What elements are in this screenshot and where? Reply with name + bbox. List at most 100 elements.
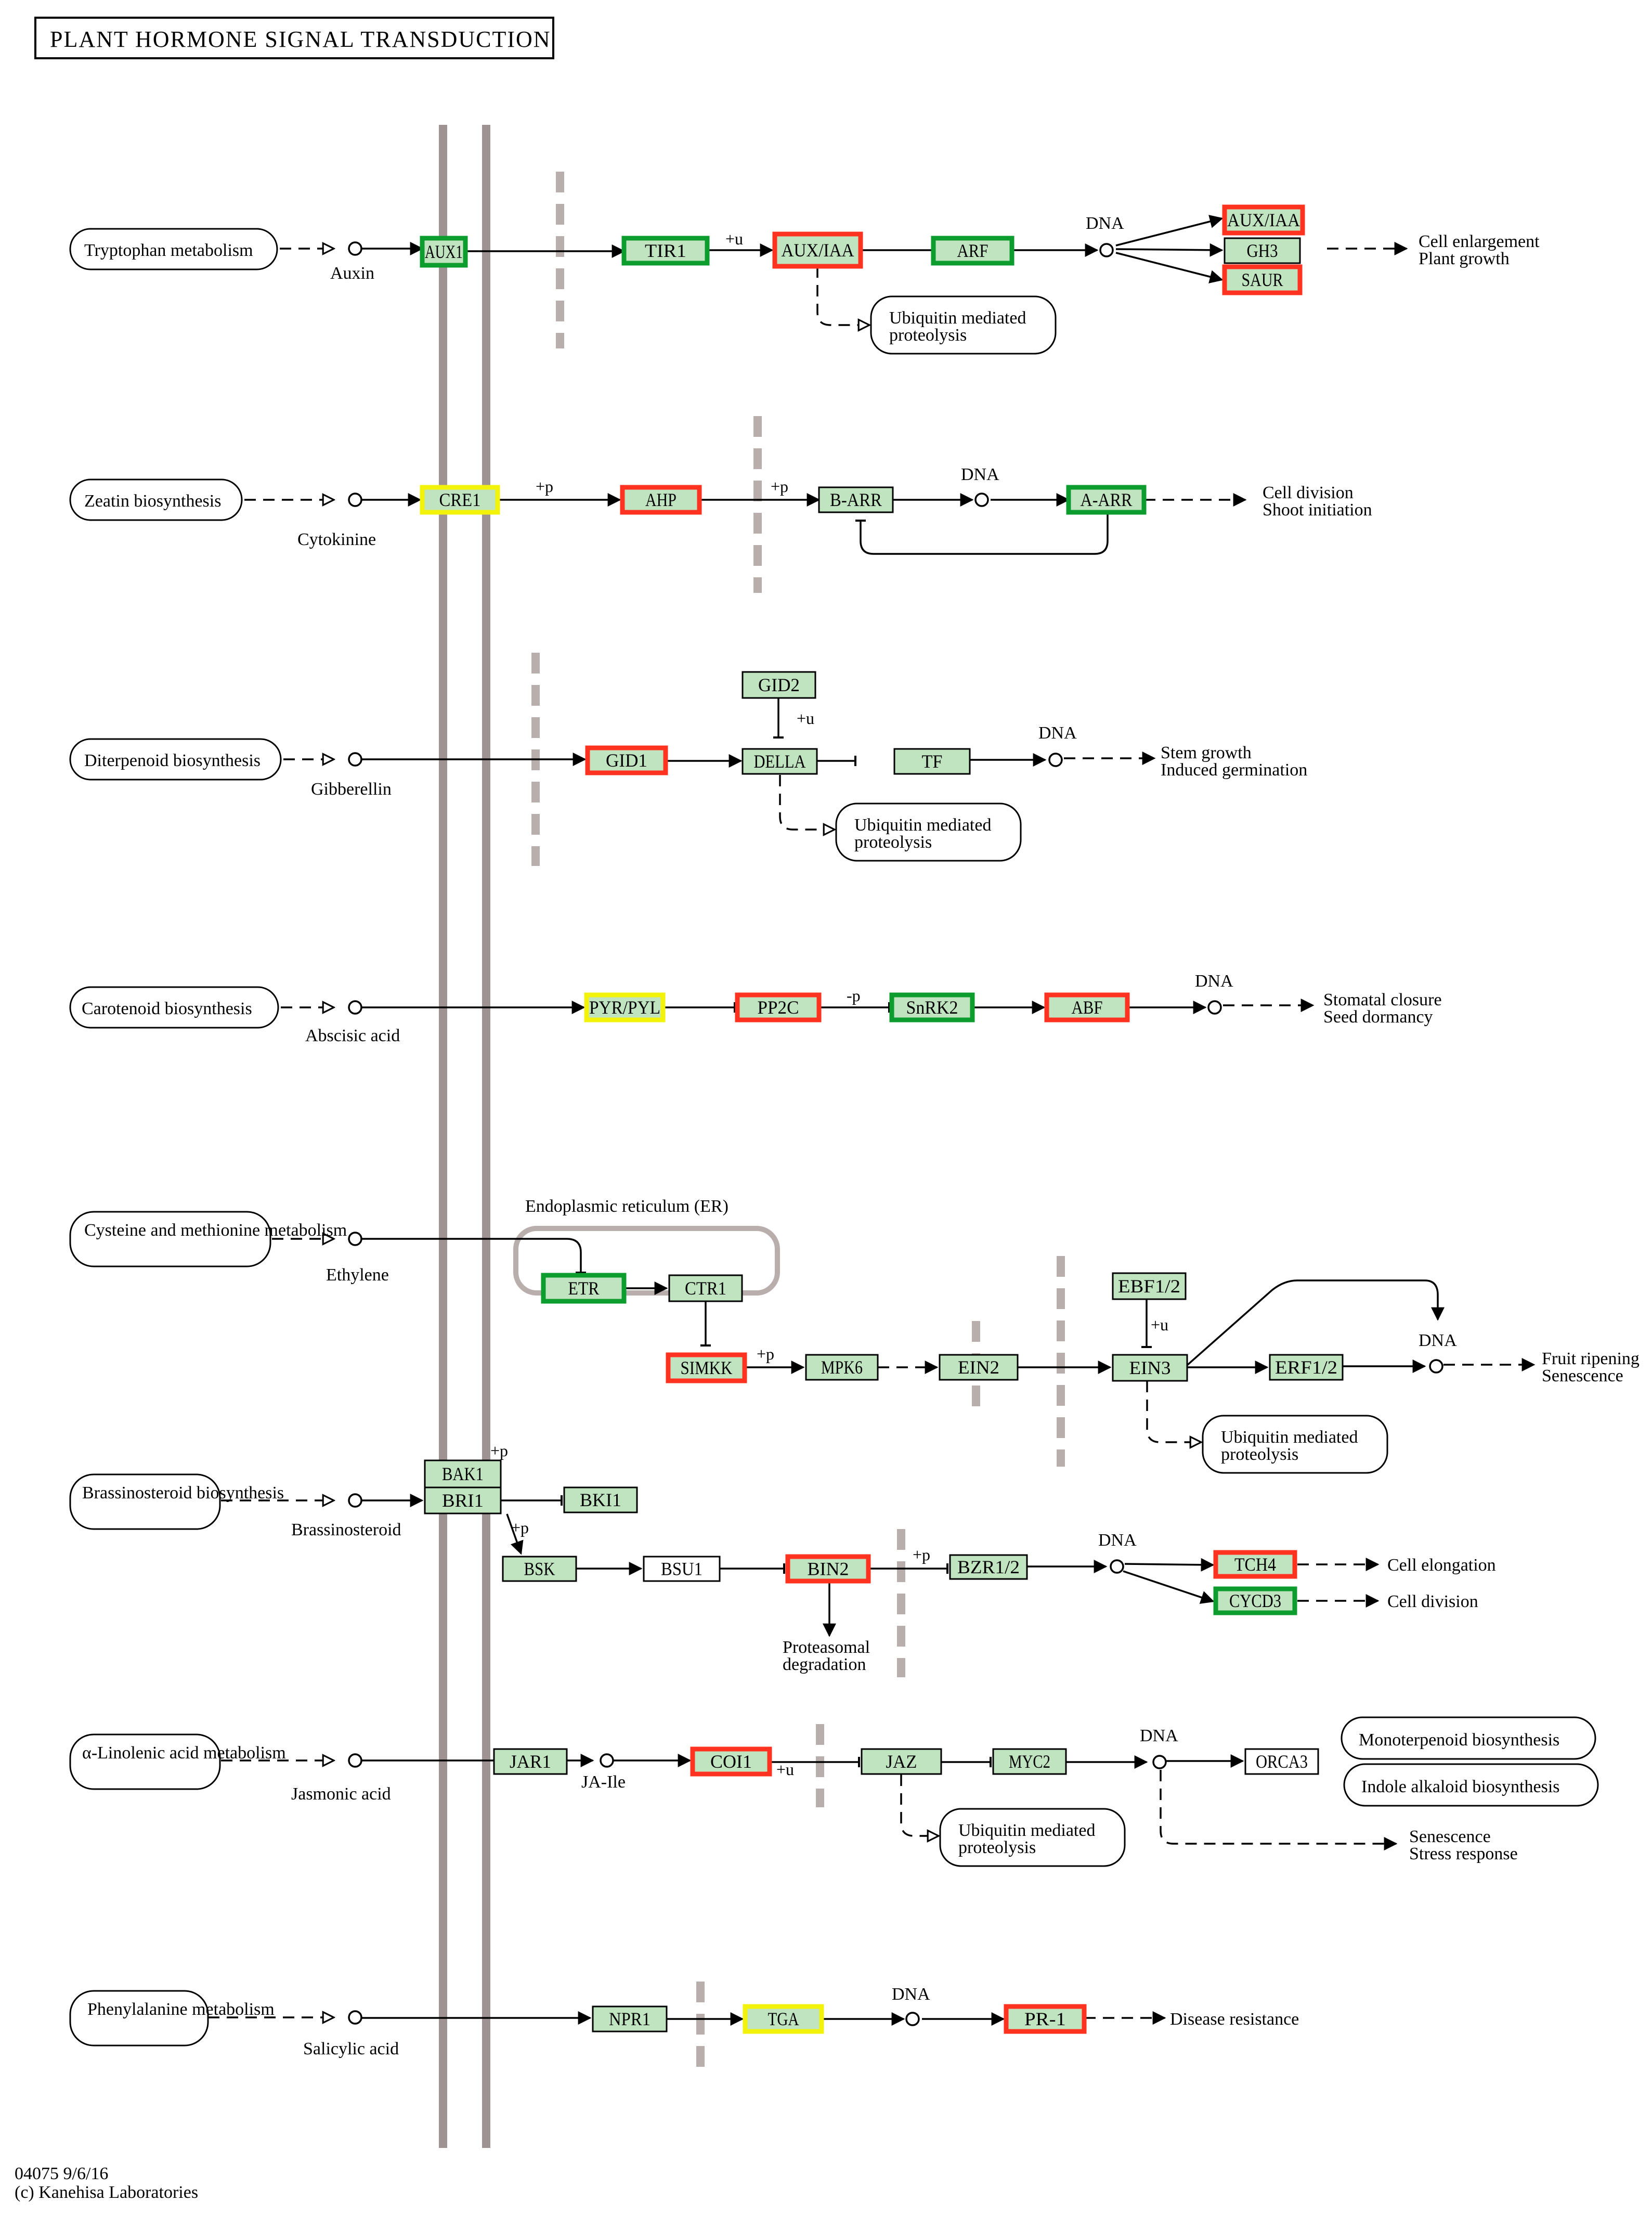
gene-node[interactable]: B-ARR: [818, 486, 894, 513]
gene-node[interactable]: AHP: [620, 485, 702, 515]
gene-box[interactable]: [502, 1556, 577, 1582]
gene-box[interactable]: [493, 1748, 568, 1775]
gene-node[interactable]: SAUR: [1222, 264, 1303, 295]
gene-node[interactable]: EBF1/2: [1112, 1272, 1187, 1300]
gene-node[interactable]: BRI1: [424, 1486, 502, 1514]
gene-box[interactable]: [563, 1486, 638, 1513]
compound-label: Jasmonic acid: [291, 1784, 391, 1804]
gene-label: PP2C: [758, 997, 799, 1018]
pathway-box-zeatin[interactable]: Zeatin biosynthesis: [69, 478, 243, 521]
gene-box[interactable]: [424, 1486, 502, 1514]
gene-node[interactable]: ORCA3: [1244, 1748, 1319, 1775]
gene-node[interactable]: TGA: [743, 2004, 824, 2034]
svg-text:Cell division: Cell division: [1263, 483, 1354, 502]
edges: [208, 215, 1536, 2026]
gene-node[interactable]: PP2C: [735, 992, 822, 1022]
gene-node[interactable]: BSU1: [643, 1556, 721, 1582]
gene-box[interactable]: [667, 1354, 746, 1382]
gene-node[interactable]: AUX1: [420, 236, 468, 268]
pathway-box-monoterpenoid[interactable]: Monoterpenoid biosynthesis: [1341, 1716, 1596, 1760]
gene-node[interactable]: JAZ: [861, 1748, 942, 1775]
gene-node[interactable]: AUX/IAA: [1222, 204, 1305, 236]
gene-box[interactable]: [742, 748, 818, 775]
gene-label: EIN2: [958, 1357, 999, 1378]
gene-box[interactable]: [592, 2005, 668, 2032]
gene-node[interactable]: TIR1: [621, 236, 710, 266]
gene-label: BAK1: [442, 1464, 484, 1484]
gene-label: ERF1/2: [1275, 1357, 1337, 1378]
gene-node[interactable]: EIN3: [1112, 1354, 1188, 1382]
gene-node[interactable]: ETR: [541, 1273, 627, 1304]
gene-node[interactable]: TF: [893, 748, 971, 775]
gene-box[interactable]: [992, 1748, 1067, 1775]
diagram-title: PLANT HORMONE SIGNAL TRANSDUCTION: [50, 27, 551, 52]
gene-box[interactable]: [742, 671, 816, 699]
gene-node[interactable]: EIN2: [939, 1354, 1019, 1381]
gene-box[interactable]: [939, 1354, 1019, 1381]
gene-node[interactable]: A-ARR: [1066, 485, 1147, 515]
pathway-box-diterpenoid[interactable]: Diterpenoid biosynthesis: [69, 738, 282, 781]
gene-box[interactable]: [424, 1459, 502, 1488]
gene-box[interactable]: [421, 237, 466, 266]
gene-box[interactable]: [1244, 1748, 1319, 1775]
pathway-box-phenylalanine[interactable]: Phenylalanine metabolism: [69, 1990, 275, 2047]
gene-node[interactable]: TCH4: [1213, 1550, 1297, 1579]
gene-box[interactable]: [1224, 237, 1301, 264]
svg-text:α-Linolenic acid metabolism: α-Linolenic acid metabolism: [82, 1743, 286, 1763]
gene-node[interactable]: COI1: [690, 1746, 772, 1777]
gene-node[interactable]: CRE1: [420, 485, 500, 515]
gene-node[interactable]: GH3: [1224, 237, 1301, 264]
gene-box[interactable]: [861, 1748, 942, 1775]
svg-text:Brassinosteroid biosynthesis: Brassinosteroid biosynthesis: [82, 1483, 284, 1503]
gene-node[interactable]: JAR1: [493, 1748, 568, 1775]
gene-node[interactable]: MPK6: [805, 1354, 879, 1381]
gene-label: MYC2: [1009, 1751, 1050, 1772]
gene-node[interactable]: BKI1: [563, 1486, 638, 1513]
gene-node[interactable]: CTR1: [668, 1274, 743, 1302]
pathway-boxes: Tryptophan metabolism Zeatin biosynthesi…: [69, 228, 1599, 2047]
gene-node[interactable]: PYR/PYL: [584, 992, 666, 1022]
gene-node[interactable]: CYCD3: [1213, 1586, 1297, 1615]
gene-node[interactable]: NPR1: [592, 2005, 668, 2032]
gene-box[interactable]: [643, 1556, 721, 1582]
gene-node[interactable]: PR-1: [1004, 2004, 1087, 2034]
gene-box[interactable]: [1112, 1354, 1188, 1382]
gene-node[interactable]: SnRK2: [889, 992, 975, 1022]
gene-node[interactable]: ABF: [1044, 992, 1130, 1022]
gene-label: SAUR: [1242, 269, 1283, 290]
gene-node[interactable]: GID2: [742, 671, 816, 699]
pathway-box-indole-alkaloid[interactable]: Indole alkaloid biosynthesis: [1343, 1763, 1599, 1807]
gene-label: NPR1: [609, 2009, 651, 2029]
gene-node[interactable]: BZR1/2: [949, 1554, 1028, 1580]
pathway-box-brassinosteroid[interactable]: Brassinosteroid biosynthesis: [69, 1473, 284, 1530]
gene-box[interactable]: [1068, 486, 1145, 513]
pathway-box-linolenic[interactable]: α-Linolenic acid metabolism: [69, 1733, 286, 1790]
gene-node[interactable]: MYC2: [992, 1748, 1067, 1775]
pathway-box-carotenoid[interactable]: Carotenoid biosynthesis: [69, 986, 279, 1029]
gene-node[interactable]: SIMKK: [666, 1352, 747, 1383]
gene-box[interactable]: [1215, 1588, 1296, 1614]
gene-node[interactable]: AUX/IAA: [772, 231, 863, 269]
gene-node[interactable]: DELLA: [742, 748, 818, 775]
gene-box[interactable]: [949, 1554, 1028, 1580]
gene-box[interactable]: [818, 486, 894, 513]
pathway-box-cysteine-methionine[interactable]: Cysteine and methionine metabolism: [69, 1211, 347, 1267]
svg-text:+p: +p: [490, 1441, 508, 1460]
gene-node[interactable]: BSK: [502, 1556, 577, 1582]
gene-label: JAR1: [510, 1751, 551, 1772]
gene-node[interactable]: ERF1/2: [1269, 1354, 1344, 1381]
svg-text:Zeatin biosynthesis: Zeatin biosynthesis: [84, 491, 221, 511]
gene-highlight: [735, 992, 822, 1022]
gene-box[interactable]: [893, 748, 971, 775]
svg-text:Senescence: Senescence: [1542, 1366, 1623, 1386]
gene-node[interactable]: GID1: [585, 745, 668, 775]
gene-box[interactable]: [668, 1274, 743, 1302]
gene-box[interactable]: [1269, 1354, 1344, 1381]
gene-box[interactable]: [1112, 1272, 1187, 1300]
gene-node[interactable]: ARF: [931, 236, 1014, 266]
gene-node[interactable]: BAK1: [424, 1459, 502, 1488]
gene-box[interactable]: [805, 1354, 879, 1381]
gene-label: GID2: [758, 675, 800, 695]
gene-node[interactable]: BIN2: [785, 1554, 871, 1584]
pathway-box-tryptophan[interactable]: Tryptophan metabolism: [69, 228, 278, 270]
